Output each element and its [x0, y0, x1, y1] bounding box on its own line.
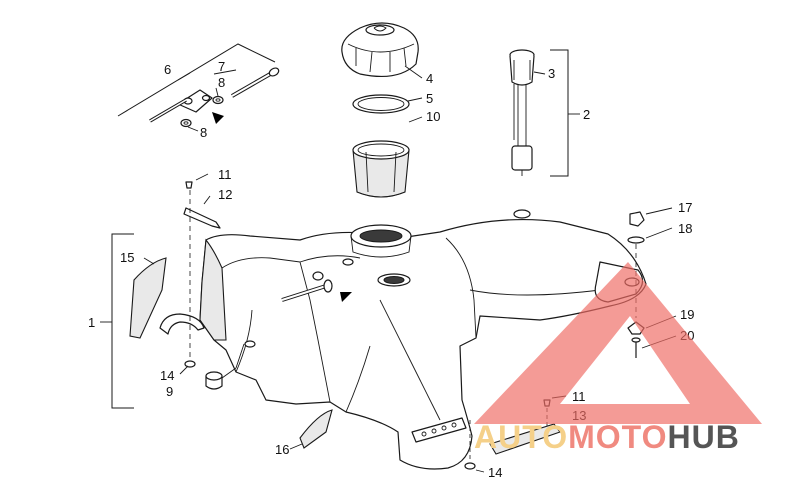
filler-neck [352, 116, 423, 198]
callout-6: 6 [164, 62, 171, 77]
automotohub-watermark: AUTOMOTOHUB [474, 262, 762, 455]
callout-7: 7 [218, 59, 225, 74]
callout-14-left: 14 [160, 368, 174, 383]
callout-11-lower: 11 [572, 389, 586, 404]
callout-10: 10 [426, 109, 440, 124]
callout-3: 3 [548, 66, 555, 81]
callout-9: 9 [166, 384, 173, 399]
fuel-sender [509, 49, 580, 177]
bracket-assembly [117, 43, 280, 132]
callout-15: 15 [120, 250, 134, 265]
callout-19: 19 [680, 307, 694, 322]
svg-text:AUTOMOTOHUB: AUTOMOTOHUB [474, 419, 740, 455]
bottom-parts [289, 395, 567, 473]
watermark-hub: HUB [667, 419, 739, 455]
gas-cap [341, 22, 423, 79]
callout-14-bottom: 14 [488, 465, 502, 480]
callout-8-lower: 8 [200, 125, 207, 140]
callout-18: 18 [678, 221, 692, 236]
callout-17: 17 [678, 200, 692, 215]
callout-2: 2 [583, 107, 590, 122]
callout-11-upper: 11 [218, 167, 232, 182]
callout-8-upper: 8 [218, 75, 225, 90]
callout-1: 1 [88, 315, 95, 330]
watermark-auto: AUTO [474, 419, 568, 455]
callout-12: 12 [218, 187, 232, 202]
callout-4: 4 [426, 71, 433, 86]
callout-labels: 1 2 3 4 5 6 7 8 8 9 10 11 11 12 13 14 14… [88, 59, 694, 480]
left-parts [100, 173, 221, 409]
callout-5: 5 [426, 91, 433, 106]
callout-16: 16 [275, 442, 289, 457]
gasket-ring [352, 94, 423, 114]
watermark-moto: MOTO [568, 419, 667, 455]
watermark-triangle-logo [474, 262, 762, 424]
